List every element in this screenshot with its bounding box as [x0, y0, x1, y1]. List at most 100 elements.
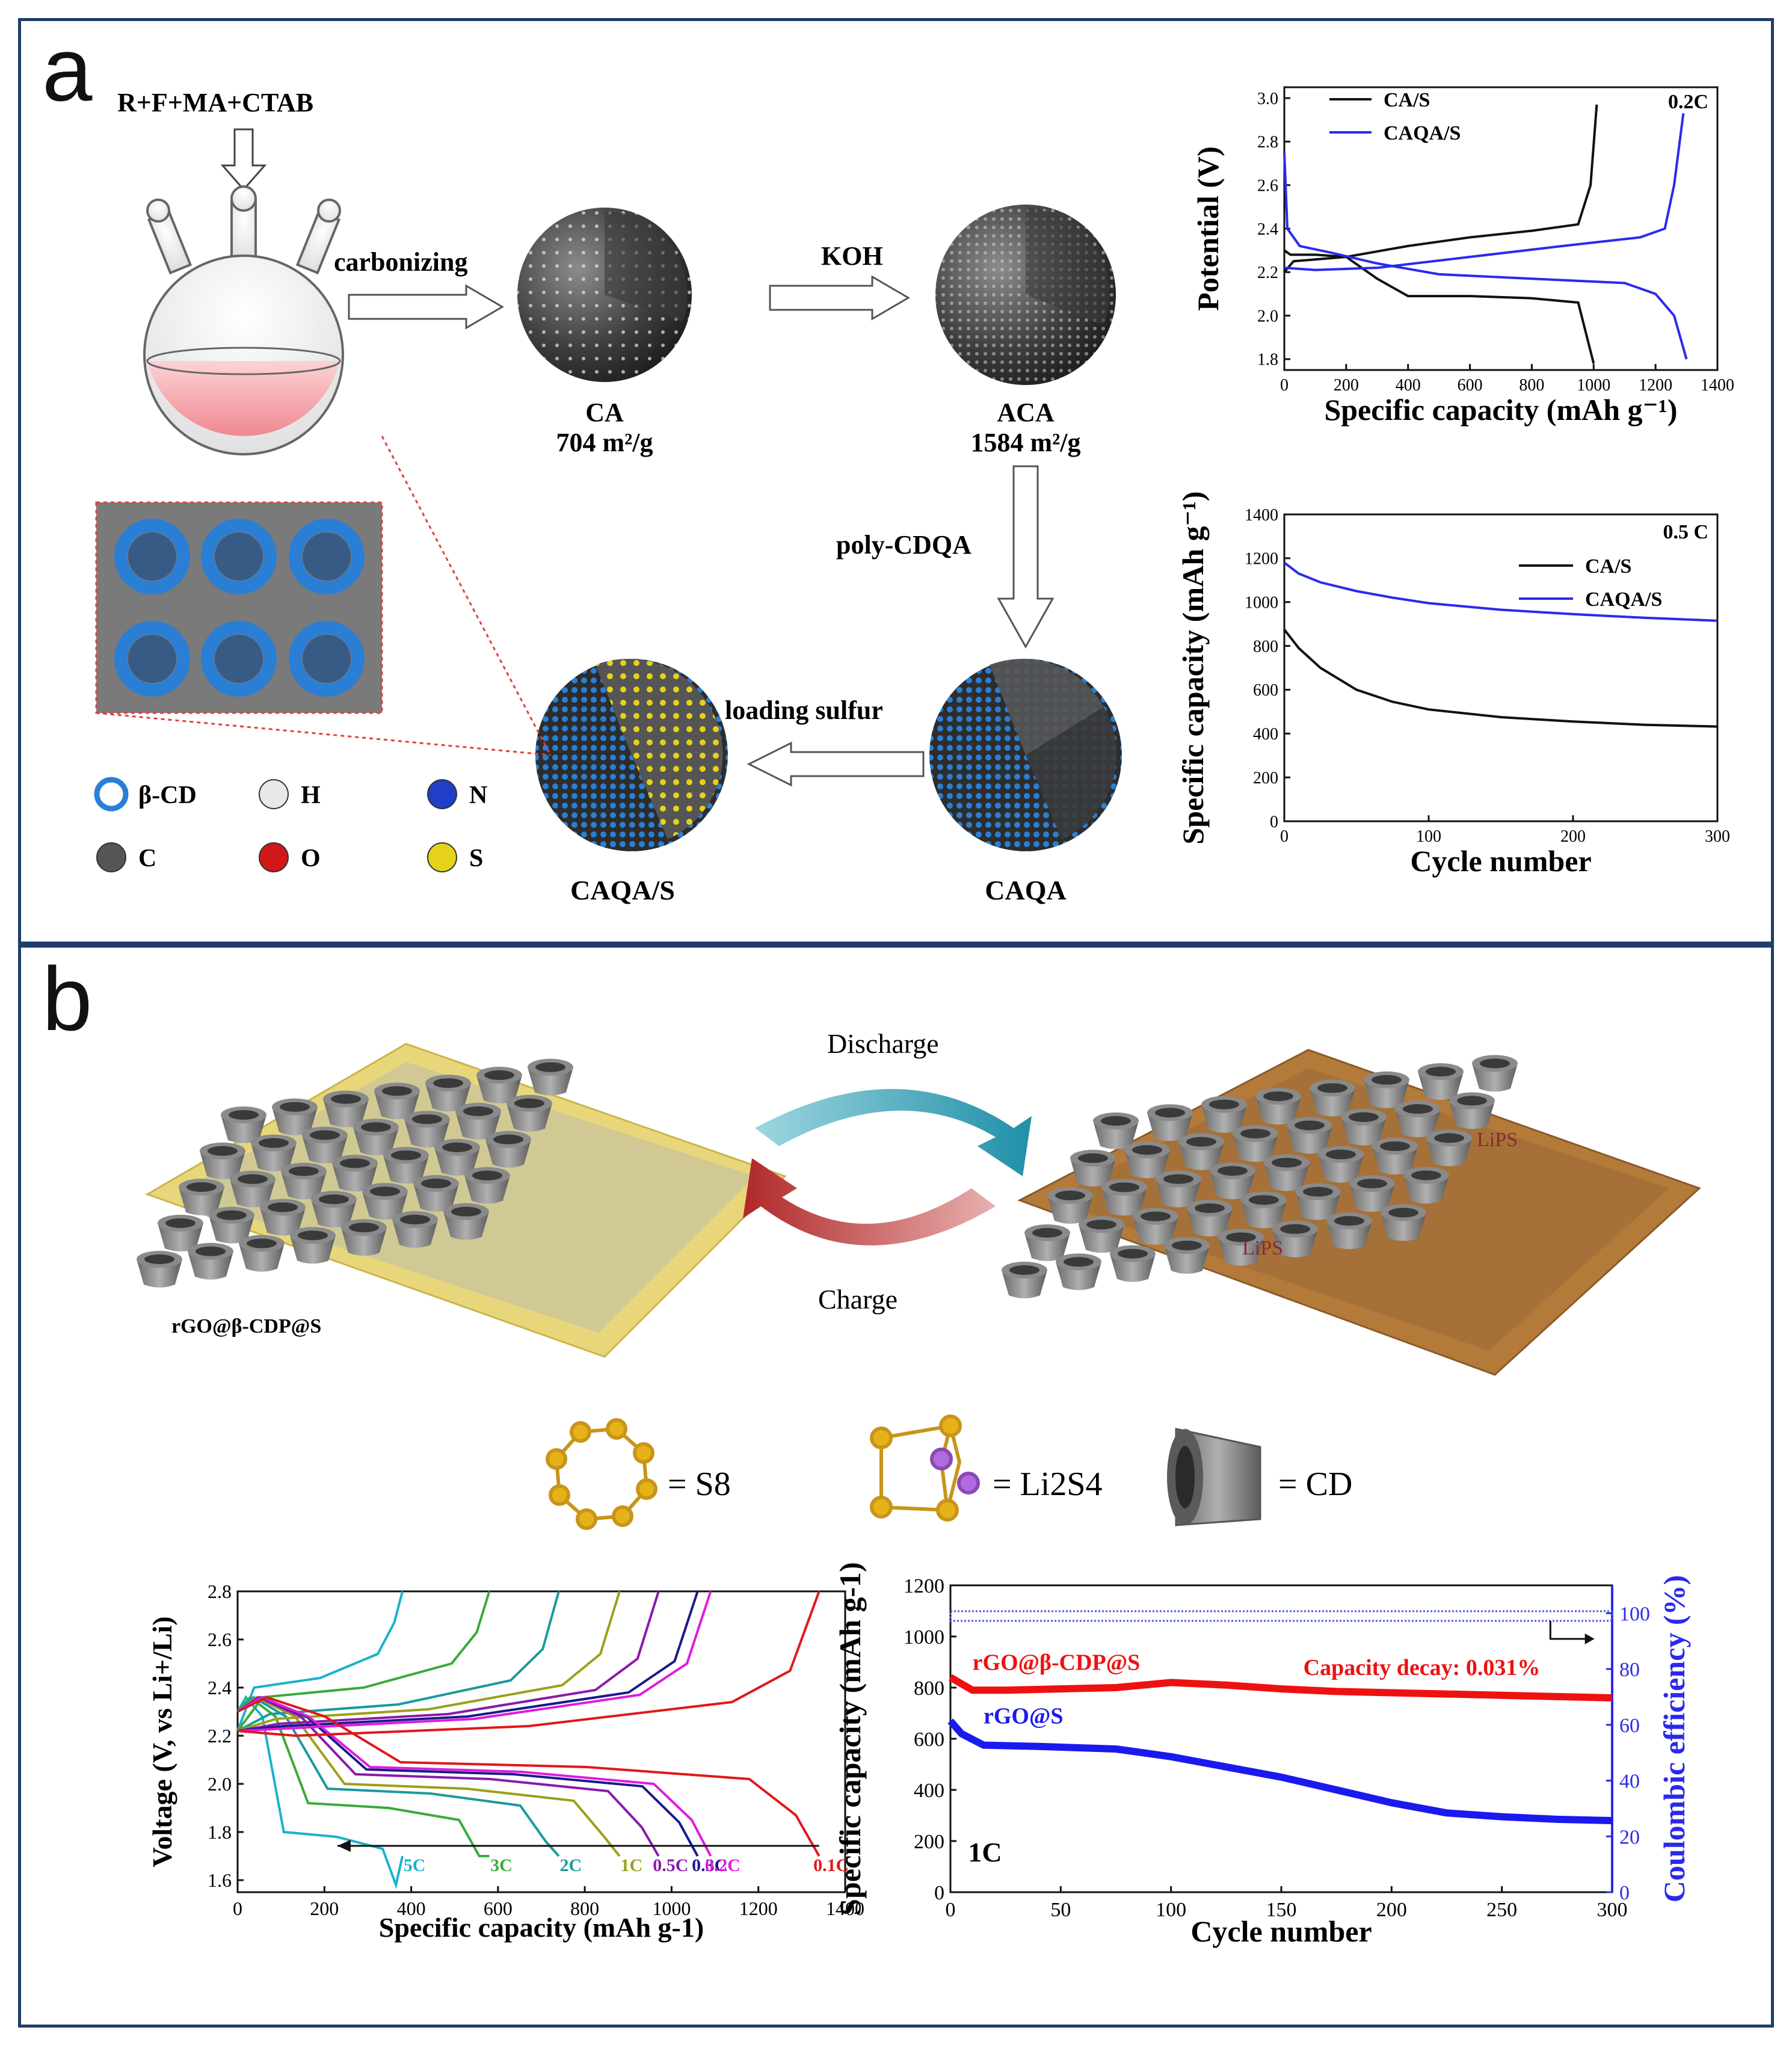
legend-label: CA/S	[1384, 89, 1430, 111]
x-tick-label: 1200	[739, 1898, 778, 1919]
charge-curve-0.5C	[237, 1591, 660, 1732]
discharge-label: Discharge	[827, 1028, 939, 1059]
x-axis-label: Specific capacity (mAh g-1)	[379, 1912, 704, 1943]
panel-a: a	[18, 18, 1774, 945]
legend-label: N	[469, 782, 487, 809]
y-tick-label: 2.4	[1257, 220, 1278, 239]
y2-tick-label: 40	[1619, 1771, 1640, 1793]
carbonizing-arrow	[348, 284, 504, 330]
discharge-arrow	[755, 1089, 1032, 1176]
step-poly: poly-CDQA	[836, 530, 971, 560]
x-tick-label: 150	[1266, 1899, 1297, 1921]
charge-arrow	[743, 1158, 996, 1245]
y2-tick-label: 100	[1619, 1603, 1650, 1625]
rate-direction-arrowhead	[337, 1840, 351, 1852]
y-tick-label: 2.0	[1257, 307, 1278, 325]
legend-label: S	[469, 845, 483, 872]
caqa-sphere	[929, 659, 1122, 851]
beta-cd-ring-icon	[94, 777, 129, 812]
x-tick-label: 300	[1705, 827, 1730, 846]
plot-frame	[949, 1584, 1613, 1893]
x-tick-label: 600	[1458, 376, 1483, 395]
y-tick-label: 600	[1253, 681, 1278, 700]
x-axis-label: Cycle number	[1190, 1914, 1372, 1948]
legend-label: C	[138, 845, 156, 872]
lips-label-2: LiPS	[1242, 1237, 1283, 1259]
y2-tick-label: 0	[1619, 1882, 1630, 1904]
x-tick-label: 800	[1519, 376, 1544, 395]
rate-annotation: 0.2C	[1668, 91, 1708, 113]
x-tick-label: 400	[1396, 376, 1421, 395]
koh-arrow	[769, 275, 910, 321]
legend-label: O	[301, 845, 321, 872]
x-tick-label: 0	[1280, 827, 1289, 846]
series-line-CAQA/S	[1283, 152, 1688, 360]
x-tick-label: 100	[1156, 1899, 1186, 1921]
panel-letter-a: a	[42, 19, 93, 120]
charge-curve-0.3C	[237, 1591, 699, 1732]
x-tick-label: 1200	[1639, 376, 1672, 395]
charge-curve-2C	[237, 1591, 560, 1732]
y2-tick-label: 80	[1619, 1659, 1640, 1681]
y2-tick-label: 60	[1619, 1715, 1640, 1737]
charge-label: Charge	[818, 1284, 898, 1315]
y-tick-label: 2.0	[208, 1773, 232, 1795]
discharge-curve-0.2C	[236, 1695, 712, 1857]
x-tick-label: 250	[1486, 1899, 1517, 1921]
caqas-sphere	[535, 659, 728, 851]
rate-label-0.1C: 0.1C	[813, 1855, 849, 1875]
x-tick-label: 600	[484, 1898, 513, 1919]
atom-n-icon	[427, 779, 457, 809]
panel-b: b	[18, 945, 1774, 2028]
y-tick-label: 1200	[904, 1575, 944, 1597]
series-line-CA/S	[1283, 629, 1718, 728]
ca-sphere	[517, 208, 692, 382]
discharge-curve-0.1C	[237, 1695, 821, 1857]
key-cd: = CD	[1278, 1466, 1352, 1503]
x-tick-label: 200	[1334, 376, 1359, 395]
legend-label: CAQA/S	[1384, 122, 1461, 144]
rate-label: 1C	[968, 1837, 1002, 1868]
x-tick-label: 0	[946, 1899, 956, 1921]
series-line-CA/S	[1283, 249, 1595, 364]
capacity-decay-label: Capacity decay: 0.031%	[1304, 1655, 1541, 1680]
x-axis-label: Cycle number	[1410, 844, 1591, 878]
ca-label: CA	[585, 398, 624, 427]
ce-axis-pointer-head	[1584, 1633, 1595, 1644]
rate-label-1C: 1C	[621, 1855, 643, 1875]
rate-label-0.2C: 0.2C	[705, 1855, 741, 1875]
rate-label-0.5C: 0.5C	[653, 1855, 688, 1875]
y-tick-label: 200	[1253, 769, 1278, 788]
aca-area: 1584 m²/g	[970, 428, 1080, 457]
x-tick-label: 0	[233, 1898, 242, 1919]
x-tick-label: 300	[1597, 1899, 1628, 1921]
plot-frame	[1283, 513, 1719, 822]
y2-tick-label: 20	[1619, 1826, 1640, 1848]
y-tick-label: 800	[1253, 637, 1278, 656]
key-s8: = S8	[668, 1466, 731, 1503]
x-tick-label: 100	[1416, 827, 1441, 846]
series-line-CAQA/S	[1283, 561, 1718, 622]
charge-curve-1C	[237, 1591, 621, 1732]
aca-label: ACA	[997, 398, 1055, 427]
x-tick-label: 50	[1050, 1899, 1071, 1921]
y-tick-label: 200	[914, 1831, 944, 1853]
atom-s-icon	[427, 842, 457, 872]
y-tick-label: 1.6	[208, 1869, 232, 1891]
rate-label-3C: 3C	[490, 1855, 513, 1875]
rate-label-2C: 2C	[560, 1855, 582, 1875]
y-tick-label: 800	[914, 1677, 944, 1700]
panel-a-schematic: R+F+MA+CTAB carbonizing CA 704 m²/g KOH	[94, 88, 1122, 905]
aca-sphere	[935, 205, 1116, 385]
li2s4-molecule-icon	[870, 1414, 980, 1522]
poly-arrow	[997, 465, 1055, 649]
panel-letter-b: b	[42, 948, 93, 1049]
y-tick-label: 2.6	[208, 1629, 232, 1650]
y-tick-label: 1.8	[208, 1821, 232, 1843]
x-tick-label: 1000	[652, 1898, 691, 1919]
series-label-red: rGO@β-CDP@S	[973, 1650, 1141, 1675]
x-tick-label: 0	[1280, 376, 1289, 395]
y-tick-label: 1400	[1245, 506, 1278, 525]
